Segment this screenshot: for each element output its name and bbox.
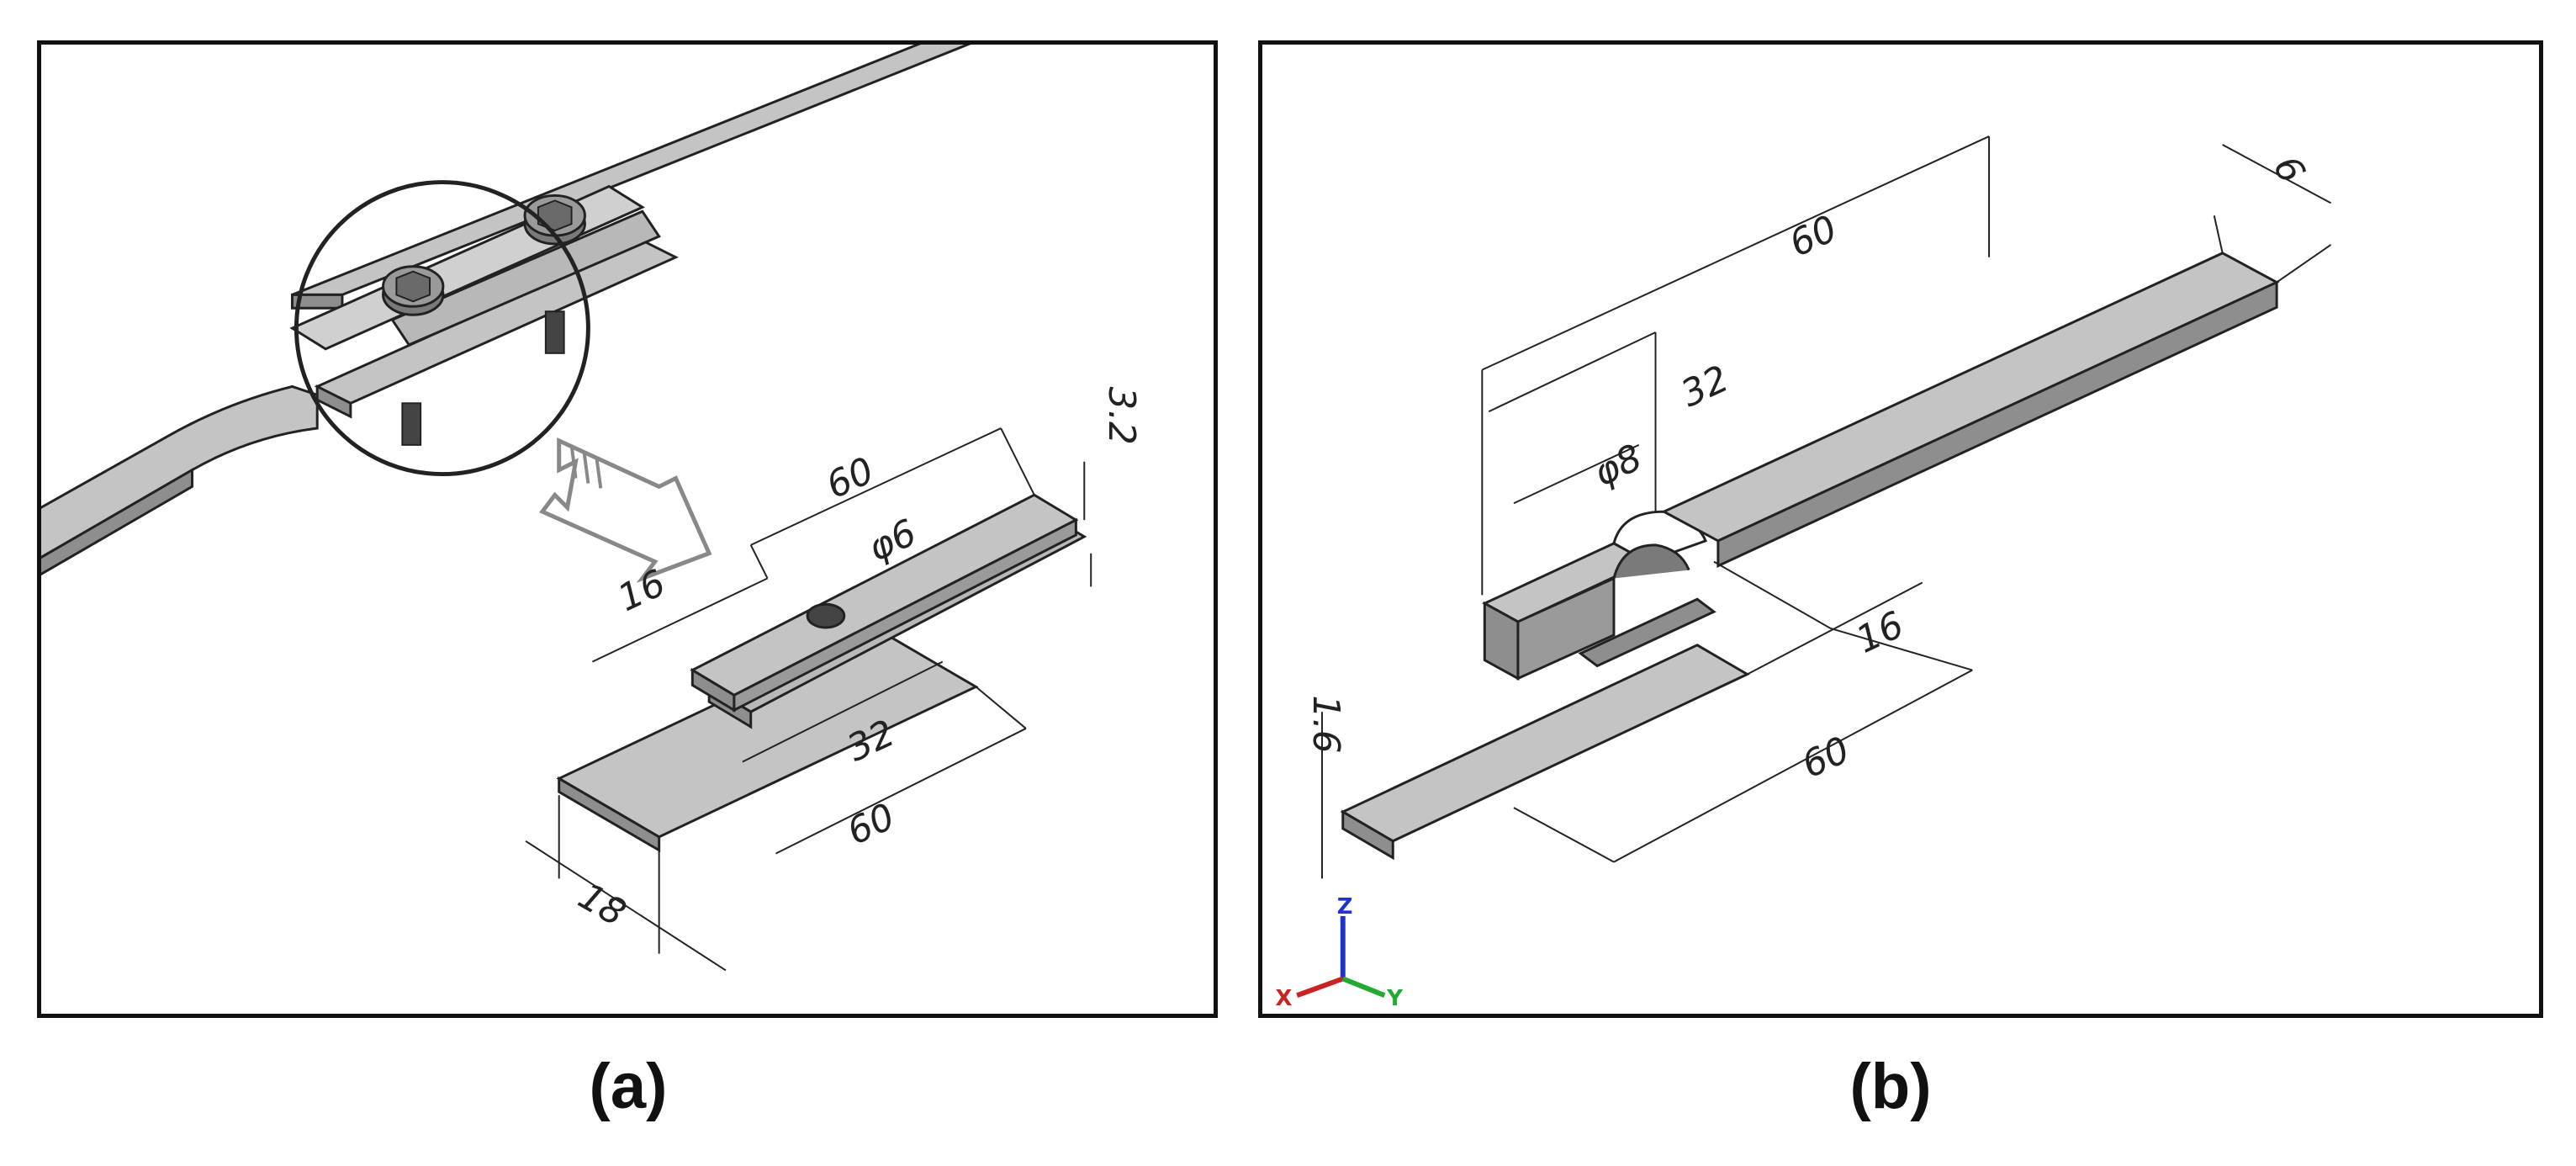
specimen-detail	[556, 493, 1087, 853]
panel-a: 60 3.2 φ6 16 32 60 18	[37, 40, 1218, 1018]
dim-hole-offset-b: 16	[1850, 604, 1910, 662]
dimension-lines-a	[525, 427, 1092, 972]
dim-plate-len-b: 32	[1675, 358, 1735, 416]
dim-thickness-b: 1.6	[1304, 695, 1346, 753]
caption-b: (b)	[1849, 1051, 1932, 1122]
axis-triad: Z X Y	[1275, 894, 1403, 1011]
x-axis-icon	[1296, 976, 1344, 998]
caption-a: (a)	[589, 1051, 668, 1122]
dim-overlap: 60	[820, 450, 880, 508]
detail-circle	[294, 180, 590, 477]
dim-width: 18	[571, 875, 632, 935]
panel-b: 60 6 32 φ8 1.6 16 60 Z X Y	[1258, 40, 2543, 1018]
dim-width-b: 6	[2265, 149, 2313, 190]
x-axis-label: X	[1275, 986, 1292, 1011]
dim-hole-b: φ8	[1588, 437, 1648, 495]
bolt-right	[523, 193, 586, 354]
dim-thickness: 3.2	[1100, 386, 1142, 444]
detail-arrow	[539, 437, 712, 583]
y-axis-icon	[1341, 976, 1386, 998]
z-axis-label: Z	[1337, 894, 1353, 920]
panel-b-drawing: 60 6 32 φ8 1.6 16 60 Z X Y	[1275, 135, 2332, 1011]
dim-total-len: 60	[1784, 208, 1843, 266]
dim-grip-len: 60	[841, 796, 901, 854]
bolt-left	[382, 265, 445, 446]
panel-a-drawing: 60 3.2 φ6 16 32 60 18	[41, 45, 1142, 972]
dimension-lines-b	[1320, 135, 2332, 879]
specimen-b	[1340, 252, 2280, 861]
y-axis-label: Y	[1386, 986, 1403, 1011]
coupon-strip	[41, 45, 971, 576]
